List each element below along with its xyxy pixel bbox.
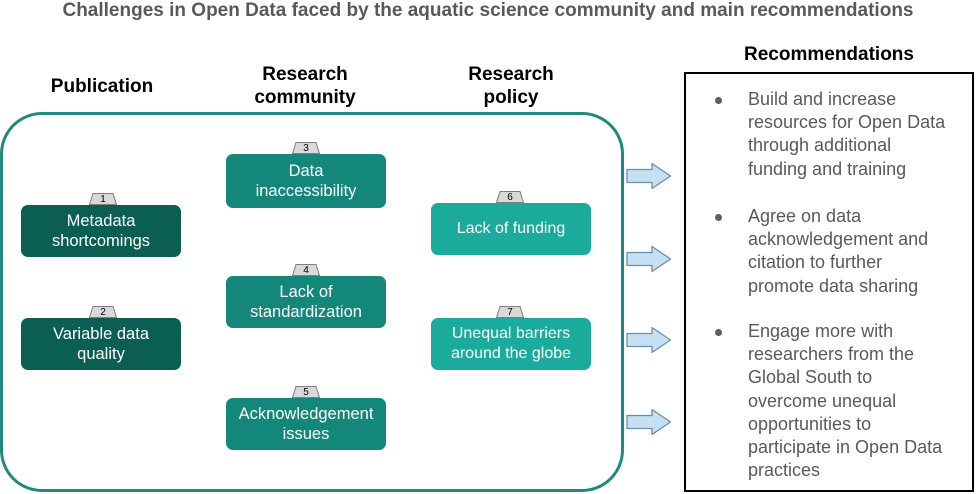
- challenge-number: 1: [100, 194, 106, 205]
- recommendation-line: researchers from the: [748, 344, 915, 365]
- recommendation-line: resources for Open Data: [748, 112, 946, 133]
- recommendation-text: Agree on data acknowledgement and citati…: [748, 205, 970, 298]
- right-arrow-icon: [626, 408, 672, 436]
- challenge-data-inaccessibility: Data inaccessibility: [226, 154, 386, 208]
- research-community-heading-line: Research: [262, 64, 348, 85]
- publication-heading: Publication: [50, 76, 154, 97]
- challenge-label-line: shortcomings: [51, 232, 151, 250]
- challenge-label-line: Lack of funding: [456, 220, 566, 237]
- right-arrow-icon: [626, 162, 672, 190]
- bullet-icon: [715, 214, 722, 221]
- challenge-label-line: Data: [288, 162, 324, 180]
- research-policy-heading-line: policy: [483, 87, 539, 108]
- recommendation-line: citation to further: [748, 252, 883, 273]
- recommendation-line: Agree on data: [748, 206, 862, 226]
- number-tab-icon: 3: [292, 142, 320, 154]
- challenge-label-line: Metadata: [66, 212, 136, 230]
- right-arrow-icon: [626, 326, 672, 354]
- number-tab-icon: 6: [496, 191, 524, 203]
- challenge-label-line: issues: [282, 425, 330, 443]
- research-policy-heading: Research policy: [431, 63, 591, 109]
- bullet-icon: [715, 329, 722, 336]
- number-tab-icon: 4: [292, 264, 320, 276]
- challenge-unequal-barriers: Unequal barriers around the globe: [431, 318, 591, 370]
- research-community-heading-line: community: [254, 87, 356, 108]
- challenge-label-line: Unequal barriers: [451, 325, 571, 342]
- challenge-label-line: Acknowledgement: [238, 405, 374, 423]
- challenge-lack-of-funding: Lack of funding: [431, 203, 591, 255]
- challenge-acknowledgement-issues: Acknowledgement issues: [226, 398, 386, 450]
- bullet-icon: [715, 97, 722, 104]
- recommendation-line: through additional: [748, 135, 892, 156]
- challenge-number: 7: [507, 307, 513, 318]
- challenge-label-line: around the globe: [450, 345, 572, 362]
- recommendation-line: Global South to: [748, 367, 873, 388]
- challenge-number: 5: [303, 387, 309, 398]
- challenge-lack-of-standardization: Lack of standardization: [226, 276, 386, 328]
- recommendation-text: Engage more with researchers from the Gl…: [748, 320, 970, 482]
- number-tab-icon: 5: [292, 386, 320, 398]
- recommendation-line: Engage more with: [748, 321, 894, 341]
- recommendations-box: Build and increase resources for Open Da…: [684, 72, 974, 492]
- recommendation-line: overcome unequal: [748, 390, 897, 411]
- recommendation-line: Build and increase: [748, 89, 897, 109]
- recommendation-line: promote data sharing: [748, 275, 919, 296]
- recommendation-line: acknowledgement and: [748, 229, 929, 250]
- challenge-number: 3: [303, 143, 309, 154]
- research-policy-heading-line: Research: [468, 64, 554, 85]
- challenge-label-line: inaccessibility: [255, 182, 357, 200]
- recommendation-text: Build and increase resources for Open Da…: [748, 88, 970, 181]
- challenge-label-line: quality: [77, 345, 125, 363]
- figure-title: Challenges in Open Data faced by the aqu…: [62, 0, 914, 21]
- challenge-label-line: Lack of: [279, 283, 333, 301]
- challenge-number: 6: [507, 192, 513, 203]
- challenge-label-line: standardization: [250, 303, 362, 321]
- challenge-number: 2: [100, 307, 106, 318]
- challenge-number: 4: [303, 265, 309, 276]
- number-tab-icon: 7: [496, 306, 524, 318]
- challenges-panel: [0, 112, 624, 492]
- research-community-heading: Research community: [225, 63, 385, 109]
- number-tab-icon: 2: [89, 306, 117, 318]
- challenge-label-line: Variable data: [52, 325, 149, 343]
- recommendation-line: opportunities to: [748, 413, 872, 434]
- challenge-metadata-shortcomings: Metadata shortcomings: [21, 205, 181, 257]
- number-tab-icon: 1: [89, 193, 117, 205]
- recommendation-line: practices: [748, 460, 821, 481]
- recommendations-heading: Recommendations: [744, 44, 914, 65]
- right-arrow-icon: [626, 245, 672, 273]
- recommendation-line: funding and training: [748, 158, 907, 179]
- challenge-variable-data-quality: Variable data quality: [21, 318, 181, 370]
- recommendation-line: participate in Open Data: [748, 437, 943, 458]
